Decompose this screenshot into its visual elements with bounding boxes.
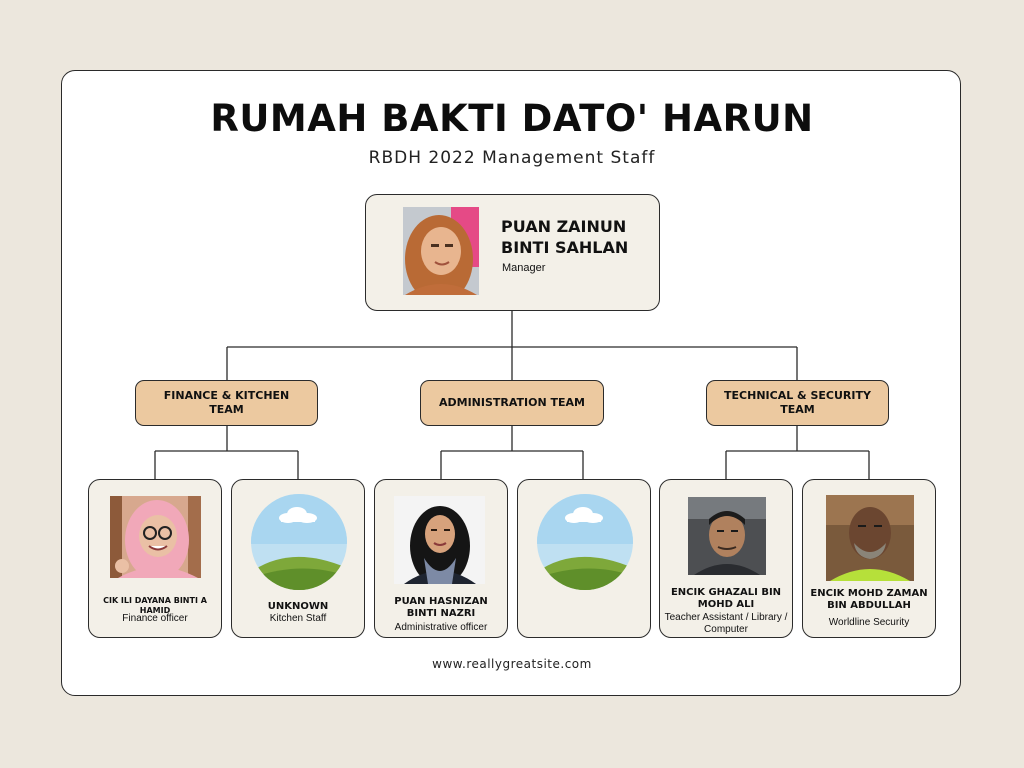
staff-name: PUAN HASNIZAN BINTI NAZRI: [394, 596, 488, 619]
staff-card-teacher-assistant: ENCIK GHAZALI BIN MOHD ALI Teacher Assis…: [659, 479, 793, 638]
staff-card-finance-officer: CIK ILI DAYANA BINTI A HAMID Finance off…: [88, 479, 222, 638]
manager-photo: [403, 207, 479, 295]
team-finance-kitchen: FINANCE & KITCHEN TEAM: [135, 380, 318, 426]
page-title: RUMAH BAKTI DATO' HARUN: [210, 97, 814, 140]
staff-role: Administrative officer: [394, 622, 488, 633]
staff-role: Kitchen Staff: [269, 613, 327, 624]
staff-name: ENCIK GHAZALI BIN MOHD ALI: [670, 587, 782, 610]
staff-card-kitchen-staff: UNKNOWN Kitchen Staff: [231, 479, 365, 638]
staff-role: Worldline Security: [828, 617, 910, 628]
manager-card: PUAN ZAINUN BINTI SAHLAN Manager: [365, 194, 660, 311]
staff-card-vacant: [517, 479, 651, 638]
manager-role: Manager: [502, 262, 546, 274]
staff-role: Finance officer: [122, 613, 188, 624]
staff-card-administrative-officer: PUAN HASNIZAN BINTI NAZRI Administrative…: [374, 479, 508, 638]
staff-name: UNKNOWN: [267, 601, 329, 612]
staff-photo: [110, 496, 201, 578]
team-technical-security: TECHNICAL & SECURITY TEAM: [706, 380, 889, 426]
staff-name: ENCIK MOHD ZAMAN BIN ABDULLAH: [810, 588, 928, 611]
staff-photo: [394, 496, 485, 584]
staff-role: Teacher Assistant / Library / Computer: [664, 612, 788, 635]
staff-card-security: ENCIK MOHD ZAMAN BIN ABDULLAH Worldline …: [802, 479, 936, 638]
placeholder-landscape-icon: [537, 494, 633, 590]
team-administration: ADMINISTRATION TEAM: [420, 380, 604, 426]
footer-url[interactable]: www.reallygreatsite.com: [432, 657, 592, 671]
staff-photo: [688, 497, 766, 575]
staff-name: CIK ILI DAYANA BINTI A HAMID: [103, 596, 207, 615]
placeholder-landscape-icon: [251, 494, 347, 590]
manager-name: PUAN ZAINUN BINTI SAHLAN: [501, 217, 629, 257]
staff-photo: [826, 495, 914, 581]
page-subtitle: RBDH 2022 Management Staff: [368, 148, 656, 168]
